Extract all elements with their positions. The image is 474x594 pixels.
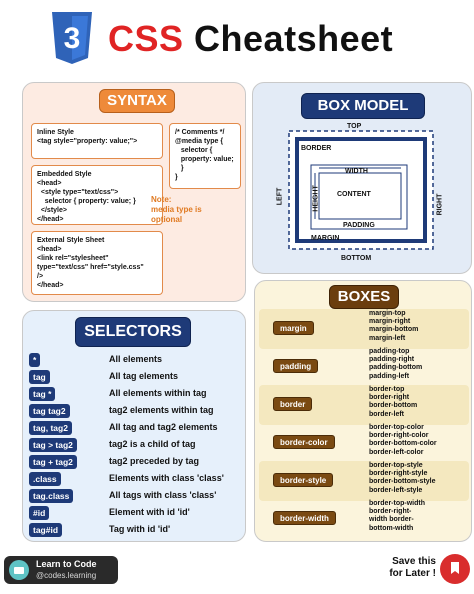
selector-row: tag#id Tag with id 'id' bbox=[29, 523, 243, 539]
selectors-panel: SELECTORS * All elements tag All tag eleme… bbox=[22, 310, 246, 542]
syntax-panel: SYNTAX Inline Style <tag style="property… bbox=[22, 82, 246, 302]
save-button[interactable] bbox=[440, 554, 470, 584]
selector-desc: All elements within tag bbox=[109, 388, 207, 398]
selector-row: tag + tag2 tag2 preceded by tag bbox=[29, 455, 243, 471]
brand-name: Learn to Code bbox=[36, 559, 97, 569]
box-property-row: border-color border-top-color border-rig… bbox=[259, 423, 469, 463]
box-border-label: BORDER bbox=[301, 145, 332, 152]
boxes-title: BOXES bbox=[329, 285, 399, 309]
box-property-list: margin-top margin-right margin-bottom ma… bbox=[369, 310, 419, 342]
selector-tag: #id bbox=[29, 506, 50, 520]
box-property-list: border-top border-right border-bottom bo… bbox=[369, 386, 418, 418]
box-property-name: margin bbox=[273, 321, 314, 335]
box-top-label: TOP bbox=[347, 123, 362, 130]
selector-desc: tag2 preceded by tag bbox=[109, 456, 200, 466]
selector-desc: All elements bbox=[109, 354, 163, 364]
box-property-row: border border-top border-right border-bo… bbox=[259, 385, 469, 425]
selector-tag: .class bbox=[29, 472, 61, 486]
selector-desc: Elements with class 'class' bbox=[109, 473, 224, 483]
boxes-panel: BOXES margin margin-top margin-right mar… bbox=[254, 280, 472, 542]
selector-row: tag > tag2 tag2 is a child of tag bbox=[29, 438, 243, 454]
selector-desc: tag2 elements within tag bbox=[109, 405, 214, 415]
box-content-label: CONTENT bbox=[337, 191, 371, 198]
box-property-row: padding padding-top padding-right paddin… bbox=[259, 347, 469, 387]
selector-desc: tag2 is a child of tag bbox=[109, 439, 196, 449]
box-width-label: WIDTH bbox=[345, 168, 368, 175]
title-cheatsheet: Cheatsheet bbox=[194, 18, 394, 59]
box-margin-label: MARGIN bbox=[311, 235, 340, 242]
box-model-panel: BOX MODEL TOP BORDER WIDTH CONTENT HEIGH… bbox=[252, 82, 472, 274]
laptop-icon bbox=[9, 560, 29, 580]
box-property-list: border-top-style border-right-style bord… bbox=[369, 462, 436, 494]
content-box bbox=[318, 172, 402, 220]
syntax-title: SYNTAX bbox=[99, 89, 175, 113]
selector-tag: tag bbox=[29, 370, 50, 384]
box-property-list: padding-top padding-right padding-bottom… bbox=[369, 348, 423, 380]
selector-tag: * bbox=[29, 353, 41, 367]
box-right-label: RIGHT bbox=[436, 193, 444, 216]
css3-logo-icon: 3 bbox=[52, 12, 92, 64]
selector-row: #id Element with id 'id' bbox=[29, 506, 243, 522]
syntax-note: Note: media type is optional bbox=[151, 195, 202, 224]
box-property-name: padding bbox=[273, 359, 319, 373]
box-model-diagram bbox=[288, 130, 434, 250]
box-property-name: border-style bbox=[273, 473, 334, 487]
selector-tag: tag#id bbox=[29, 523, 63, 537]
selector-tag: tag * bbox=[29, 387, 56, 401]
selector-tag: tag, tag2 bbox=[29, 421, 72, 435]
learn-to-code-badge[interactable]: Learn to Code @codes.learning bbox=[4, 556, 118, 584]
box-model-title: BOX MODEL bbox=[301, 93, 425, 119]
save-for-later-text: Save this for Later ! bbox=[389, 556, 436, 579]
header: 3 CSS Cheatsheet bbox=[0, 0, 474, 78]
selector-desc: All tag and tag2 elements bbox=[109, 422, 218, 432]
box-property-name: border-width bbox=[273, 511, 336, 525]
selectors-title: SELECTORS bbox=[75, 317, 191, 347]
box-property-list: border-top-width border-right- width bor… bbox=[369, 500, 425, 532]
box-property-name: border-color bbox=[273, 435, 335, 449]
box-left-label: LEFT bbox=[276, 187, 284, 206]
box-bottom-label: BOTTOM bbox=[341, 255, 372, 262]
selector-row: tag.class All tags with class 'class' bbox=[29, 489, 243, 505]
brand-handle: @codes.learning bbox=[36, 571, 97, 580]
title-css: CSS bbox=[108, 18, 184, 59]
box-property-name: border bbox=[273, 397, 313, 411]
embedded-style-card: Embedded Style <head> <style type="text/… bbox=[31, 165, 163, 225]
selector-tag: tag.class bbox=[29, 489, 74, 503]
padding-box bbox=[310, 164, 408, 230]
selector-row: tag * All elements within tag bbox=[29, 387, 243, 403]
selector-desc: Tag with id 'id' bbox=[109, 524, 171, 534]
box-property-list: border-top-color border-right-color bord… bbox=[369, 424, 437, 456]
external-style-card: External Style Sheet <head> <link rel="s… bbox=[31, 231, 163, 295]
selector-tag: tag + tag2 bbox=[29, 455, 77, 469]
box-property-row: border-style border-top-style border-rig… bbox=[259, 461, 469, 501]
bookmark-icon bbox=[451, 562, 459, 574]
selector-tag: tag tag2 bbox=[29, 404, 70, 418]
box-property-row: margin margin-top margin-right margin-bo… bbox=[259, 309, 469, 349]
selector-tag: tag > tag2 bbox=[29, 438, 77, 452]
selector-row: tag, tag2 All tag and tag2 elements bbox=[29, 421, 243, 437]
css3-logo-text: 3 bbox=[64, 22, 81, 55]
box-height-label: HEIGHT bbox=[312, 185, 320, 212]
comment-media-card: /* Comments */ @media type { selector { … bbox=[169, 123, 241, 189]
selector-desc: Element with id 'id' bbox=[109, 507, 190, 517]
selector-row: tag All tag elements bbox=[29, 370, 243, 386]
selector-desc: All tags with class 'class' bbox=[109, 490, 217, 500]
selector-row: * All elements bbox=[29, 353, 243, 369]
inline-style-card: Inline Style <tag style="property: value… bbox=[31, 123, 163, 159]
box-padding-label: PADDING bbox=[343, 222, 375, 229]
selector-row: tag tag2 tag2 elements within tag bbox=[29, 404, 243, 420]
page-title: CSS Cheatsheet bbox=[108, 18, 393, 60]
border-box bbox=[295, 137, 427, 243]
selector-row: .class Elements with class 'class' bbox=[29, 472, 243, 488]
selector-desc: All tag elements bbox=[109, 371, 179, 381]
box-property-row: border-width border-top-width border-rig… bbox=[259, 499, 469, 539]
